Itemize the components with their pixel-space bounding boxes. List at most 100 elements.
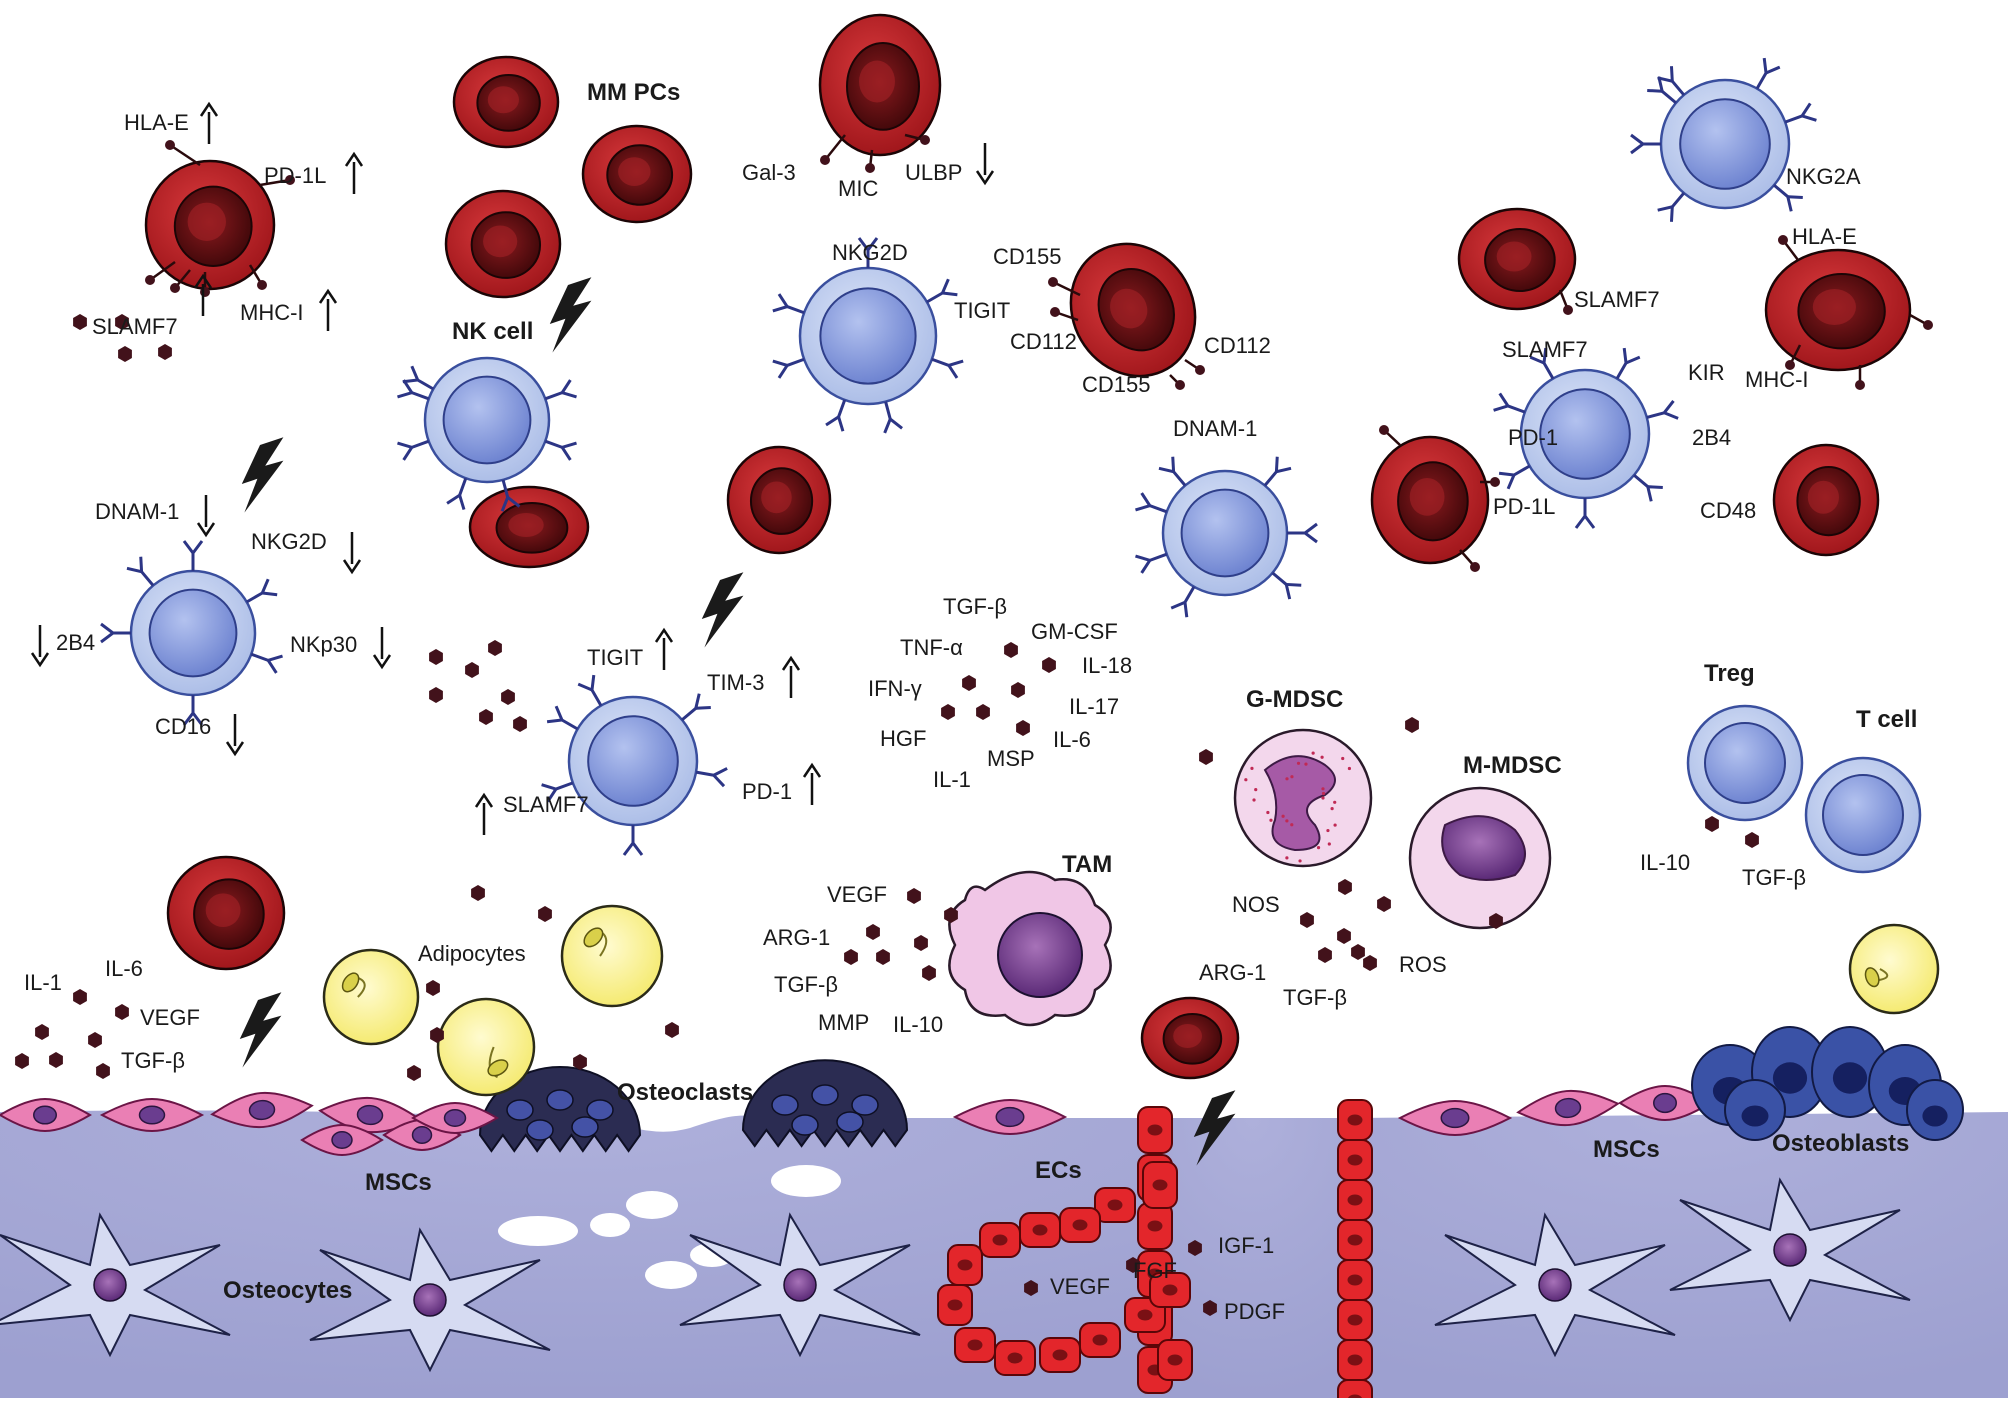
resorption-pit [771,1165,841,1197]
bone-layer [0,1026,1964,1403]
osteoclast-nucleus [851,1094,879,1116]
osteocyte-3 [679,1212,921,1358]
label-ec-fgf: FGF [1133,1258,1177,1283]
cytokine-dot-12 [1042,657,1056,673]
cytokine-dot-35 [1705,816,1719,832]
lightning-bolt-icon-4 [239,992,282,1068]
cytokine-dot-49 [573,1054,587,1070]
endothelial-nucleus [1052,1349,1068,1361]
receptor-fork [1274,456,1292,474]
label-md-tgfb: TGF-β [1283,985,1347,1010]
receptor-fork [182,710,204,726]
endothelial-nucleus [1167,1354,1183,1366]
endothelial-nucleus [1347,1114,1363,1126]
tam-nucleus [997,912,1083,998]
osteocyte-2 [309,1227,551,1373]
label-slamf7-mc: SLAMF7 [503,792,589,817]
myeloma-cell-nucleolus [187,202,226,241]
cytokine-dot-6 [465,662,479,678]
ligand-mic-tip [865,163,875,173]
osteocyte-nucleus [1538,1268,1572,1302]
endothelial-nucleus [967,1339,983,1351]
receptor-fork [693,693,711,710]
receptor-stem [411,439,430,449]
receptor-stem [681,707,697,722]
endothelial-nucleus [1162,1284,1178,1296]
label-nk-cell: NK cell [452,318,533,345]
receptor-stem [544,391,563,401]
regulation-arrow-7-head [30,652,50,668]
receptor-fork [546,705,565,724]
receptor-fork [1785,195,1803,212]
regulation-arrow-6-head [342,559,362,575]
osteoclast-nucleus [836,1111,864,1133]
label-t-cell: T cell [1856,706,1917,733]
cytokine-dot-14 [1011,682,1025,698]
ligand-gal3-tip [820,155,830,165]
granule [1281,814,1285,818]
granule [1326,828,1330,833]
receptor-stem [926,291,944,304]
myeloma-cell-nucleolus [761,481,792,514]
receptor-stem [561,718,579,731]
receptor-fork [1762,57,1781,76]
label-tigit-top: TIGIT [954,298,1010,323]
g-mdsc-nucleus [1263,755,1336,852]
receptor-fork [857,237,879,253]
osteoclast-nucleus [526,1119,554,1141]
receptor-stem [1633,473,1649,488]
myeloma-cell-nucleolus [1173,1024,1202,1048]
receptor-stem [1773,183,1789,198]
myeloma-cell-top-center [818,13,942,157]
msc-nucleus [138,1105,166,1125]
receptor-fork [1661,400,1679,420]
adipocyte-3 [436,997,536,1097]
resorption-pit [498,1216,578,1246]
label-slamf7-tl: SLAMF7 [92,314,178,339]
cytokine-dot-24 [922,965,936,981]
regulation-arrow-2-head [193,273,213,289]
label-cy-il17: IL-17 [1069,694,1119,719]
receptor-fork [577,674,596,693]
label-bl-tgfb: TGF-β [121,1048,185,1073]
receptor-stem [1542,362,1555,380]
cytokine-dot-33 [1405,717,1419,733]
label-cd112-b: CD112 [1204,333,1271,358]
regulation-arrow-11-head [781,655,801,671]
receptor-stem [1646,411,1665,419]
adipocyte-body [436,997,536,1097]
cytokine-dot-16 [976,704,990,720]
nk-cell-nucleus [1539,388,1631,480]
osteocyte-nucleus [93,1268,127,1302]
receptor-fork [446,492,466,510]
ligand-pd1l-tl [259,178,291,187]
myeloma-cell-bottom-center [1140,996,1240,1080]
myeloma-cell-nucleolus [487,86,519,114]
nk-cell-nucleus [587,715,679,807]
myeloma-cell-nucleolus [859,60,895,103]
cytokine-dot-26 [1377,896,1391,912]
endothelial-nucleus [1347,1314,1363,1326]
ligand-mhci-tr-tip [1785,360,1795,370]
granule [1330,807,1334,811]
resorption-pit [645,1261,697,1289]
label-ec-pdgf: PDGF [1224,1299,1285,1324]
label-cy-msp: MSP [987,746,1035,771]
label-tam-vegf: VEGF [827,882,887,907]
myeloma-cell-nucleolus [1496,241,1532,272]
cytokine-dot-22 [844,949,858,965]
receptor-fork [940,278,958,297]
cytokine-dot-36 [1745,832,1759,848]
receptor-stem [884,401,892,420]
vessel-right-column [1337,1099,1373,1403]
nk-cell-nkg2d [772,237,964,434]
receptor-stem [837,399,847,418]
ligand-gal3 [824,134,846,161]
receptor-stem [1784,114,1803,124]
label-ec-vegf: VEGF [1050,1274,1110,1299]
receptor-stem [1271,571,1288,586]
resorption-pit [626,1191,678,1219]
cytokine-dot-38 [35,1024,49,1040]
label-dnam1-ml: DNAM-1 [95,499,179,524]
ligand-hla-e-tr-tip [1778,235,1788,245]
